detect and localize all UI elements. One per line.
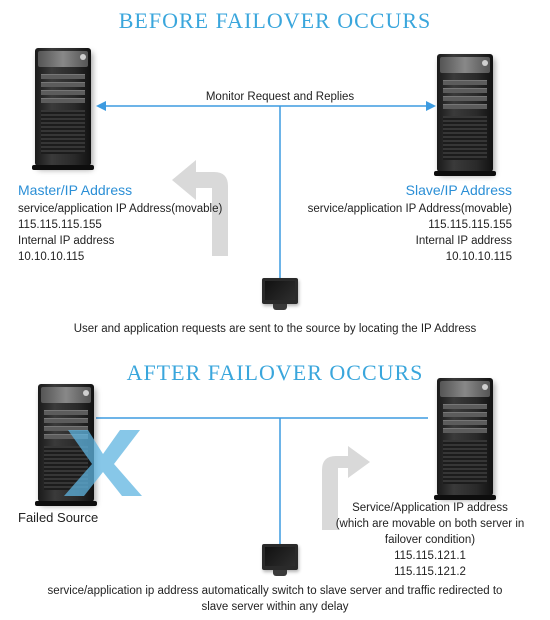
slave-line3: Internal IP address xyxy=(415,235,512,247)
after-slave-line2: (which are movable on both server in xyxy=(335,518,525,530)
slave-server-icon xyxy=(434,54,496,176)
slave-line2: 115.115.115.155 xyxy=(428,219,512,231)
after-connectors xyxy=(96,417,428,548)
after-slave-line5: 115.115.121.2 xyxy=(394,566,466,578)
monitor-icon xyxy=(262,278,298,312)
after-slave-line3: failover condition) xyxy=(384,534,476,546)
slave-heading: Slave/IP Address xyxy=(405,182,512,198)
failed-x-icon xyxy=(64,430,142,496)
slave-line1: service/application IP Address(movable) xyxy=(307,203,512,215)
after-caption-line2: slave server within any delay xyxy=(201,601,349,613)
master-line1: service/application IP Address(movable) xyxy=(18,203,223,215)
after-slave-line1: Service/Application IP address xyxy=(352,502,508,514)
monitor-label: Monitor Request and Replies xyxy=(205,91,355,103)
master-line4: 10.10.10.115 xyxy=(18,251,85,263)
slave-server-after-icon xyxy=(434,378,496,500)
bidirectional-arrow-icon xyxy=(96,101,436,278)
after-slave-line4: 115.115.121.1 xyxy=(394,550,466,562)
before-title: BEFORE FAILOVER OCCURS xyxy=(118,8,432,33)
after-caption-line1: service/application ip address automatic… xyxy=(47,585,503,597)
master-line3: Internal IP address xyxy=(18,235,115,247)
master-line2: 115.115.115.155 xyxy=(18,219,102,231)
monitor-icon-after xyxy=(262,544,298,578)
curved-arrow-icon xyxy=(172,160,228,256)
slave-line4: 10.10.10.115 xyxy=(445,251,512,263)
curved-arrow-icon-after xyxy=(322,446,370,530)
after-title: AFTER FAILOVER OCCURS xyxy=(126,360,424,385)
failed-source-label: Failed Source xyxy=(18,510,99,525)
master-heading: Master/IP Address xyxy=(18,182,133,198)
before-caption: User and application requests are sent t… xyxy=(73,323,477,335)
master-server-icon xyxy=(32,48,94,170)
